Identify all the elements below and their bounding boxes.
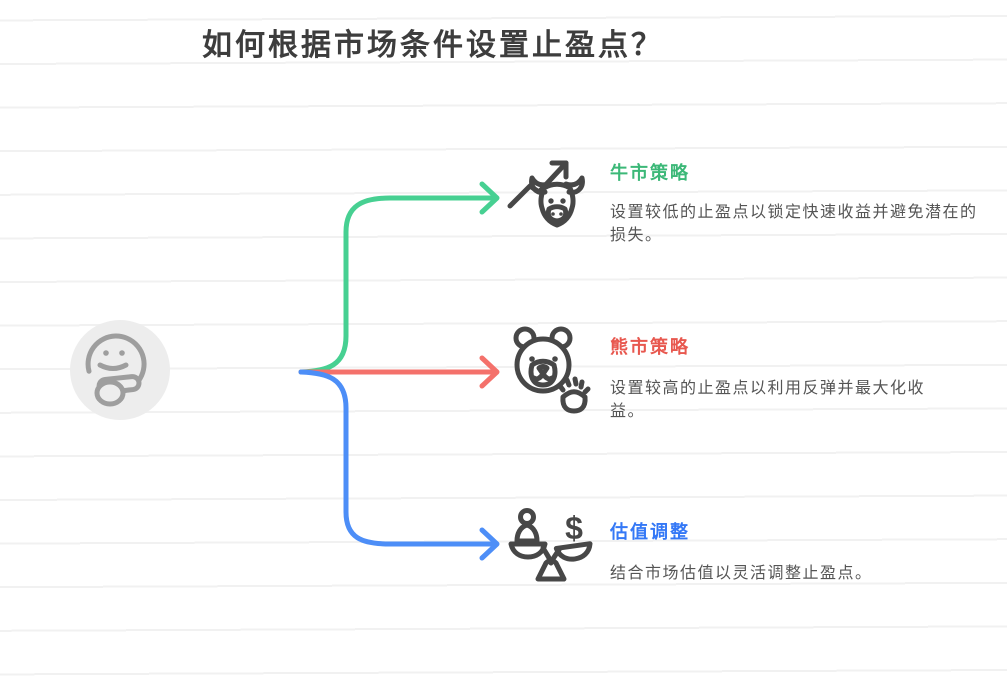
bull-branch-label: 牛市策略 xyxy=(610,163,690,183)
bear-paw-pad xyxy=(560,389,588,414)
thinker-eye-right xyxy=(119,350,125,356)
person-head xyxy=(518,508,536,526)
bear-nose xyxy=(536,364,550,377)
dollar-sign-glyph: $ xyxy=(565,510,583,546)
bull-horn-left xyxy=(529,175,551,195)
bear-branch-description: 设置较高的止盈点以利用反弹并最大化收益。 xyxy=(610,380,926,420)
valuation-branch-arrow xyxy=(298,369,500,561)
bull-nostril-right xyxy=(559,212,563,216)
valuation-balance-scale-icon: $ xyxy=(508,508,593,582)
person-torso xyxy=(514,522,540,544)
thinker-mouth xyxy=(97,362,129,371)
thinker-fist xyxy=(94,379,126,407)
bull-branch-description: 设置较低的止盈点以锁定快速收益并避免潜在的损失。 xyxy=(610,204,978,244)
bear-branch-node: 熊市策略 设置较高的止盈点以利用反弹并最大化收益。 xyxy=(610,333,940,423)
valuation-branch-node: 估值调整 结合市场估值以灵活调整止盈点。 xyxy=(610,518,1007,586)
bull-branch-node: 牛市策略 设置较低的止盈点以锁定快速收益并避免潜在的损失。 xyxy=(610,159,984,247)
bull-muzzle xyxy=(545,204,569,224)
bear-branch-arrow xyxy=(298,355,500,389)
bull-nostril-left xyxy=(551,212,555,216)
bear-eye-right xyxy=(552,356,558,362)
bull-eye-left xyxy=(548,198,554,204)
bear-mouth xyxy=(531,371,555,382)
bear-eye-left xyxy=(529,356,535,362)
bear-branch-label: 熊市策略 xyxy=(610,337,690,357)
scale-pan-left xyxy=(508,541,548,560)
trend-up-arrowhead xyxy=(549,160,569,180)
bull-branch-arrow xyxy=(298,181,500,375)
bull-market-trend-up-icon xyxy=(507,160,585,228)
page-title: 如何根据市场条件设置止盈点？ xyxy=(202,29,664,62)
scale-pan-right xyxy=(553,541,593,562)
branch-connectors xyxy=(298,181,500,561)
bull-horn-right xyxy=(563,175,585,195)
thinking-face-icon xyxy=(70,320,170,420)
bear-market-paw-icon xyxy=(513,326,591,414)
bull-eye-right xyxy=(560,198,566,204)
valuation-branch-description: 结合市场估值以灵活调整止盈点。 xyxy=(610,565,873,582)
valuation-branch-label: 估值调整 xyxy=(610,522,690,542)
scale-base xyxy=(535,558,567,582)
bear-paw-claws xyxy=(557,376,591,395)
thinker-eye-left xyxy=(103,350,109,356)
